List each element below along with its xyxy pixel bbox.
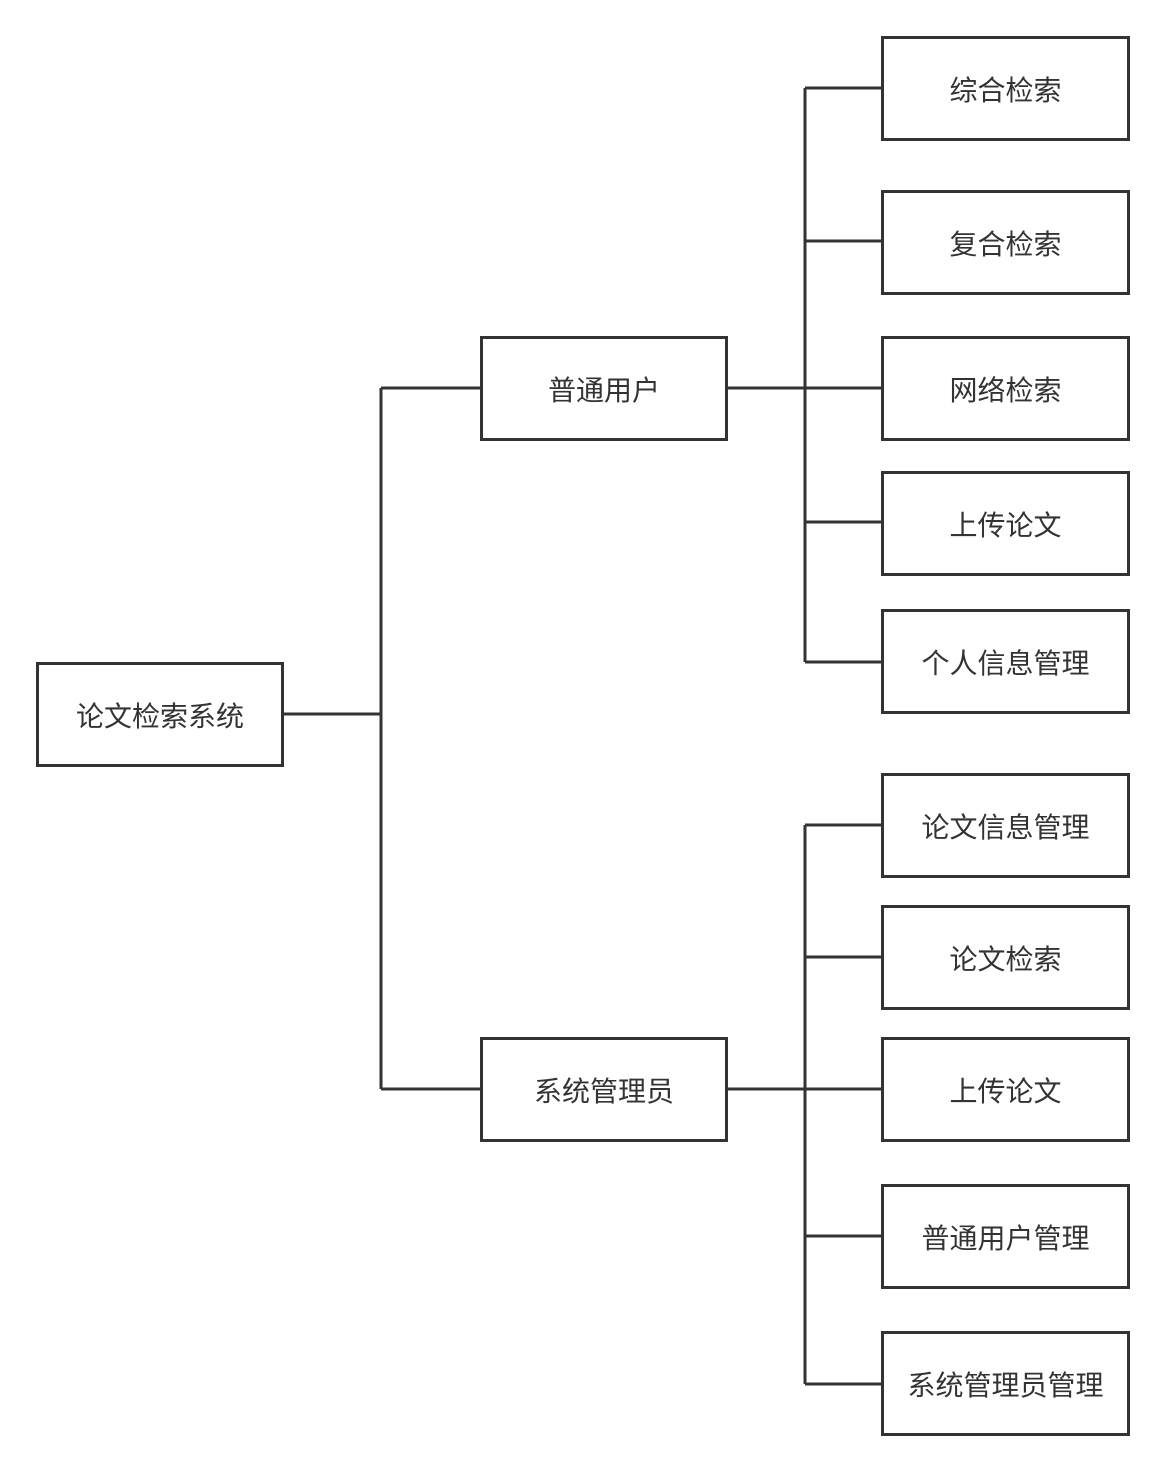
node-leaf-2-4: 普通用户管理: [881, 1184, 1130, 1289]
node-leaf-1-5: 个人信息管理: [881, 609, 1130, 714]
node-branch-system-admin: 系统管理员: [480, 1037, 728, 1142]
node-leaf-2-2: 论文检索: [881, 905, 1130, 1010]
node-leaf-1-2: 复合检索: [881, 190, 1130, 295]
node-leaf-1-1: 综合检索: [881, 36, 1130, 141]
node-branch-regular-user: 普通用户: [480, 336, 728, 441]
node-leaf-1-4: 上传论文: [881, 471, 1130, 576]
node-leaf-1-3: 网络检索: [881, 336, 1130, 441]
node-leaf-2-3: 上传论文: [881, 1037, 1130, 1142]
node-leaf-2-1: 论文信息管理: [881, 773, 1130, 878]
node-root: 论文检索系统: [36, 662, 284, 767]
node-leaf-2-5: 系统管理员管理: [881, 1331, 1130, 1436]
